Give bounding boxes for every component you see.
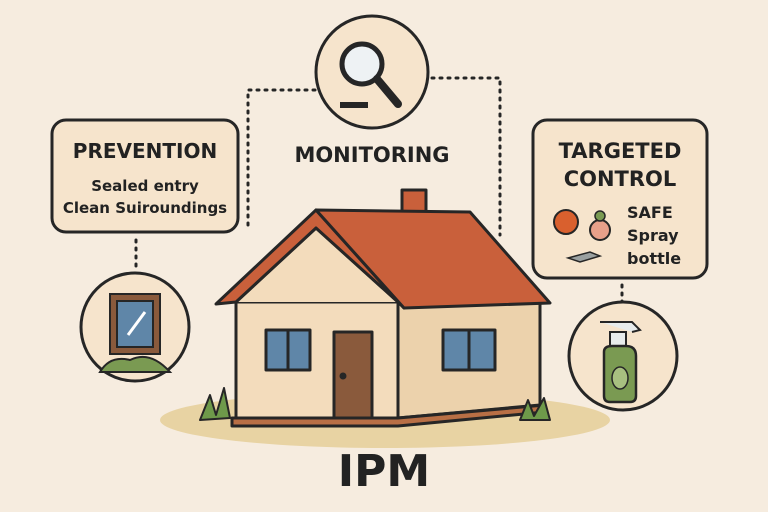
targeted-line-1: SAFE	[627, 203, 673, 222]
targeted-control-panel: TARGETED CONTROL SAFE Spray bottle	[531, 118, 709, 280]
ipm-label: IPM	[338, 446, 430, 497]
spray-bottle-icon	[567, 300, 679, 412]
targeted-line-3: bottle	[627, 249, 681, 268]
prevention-line-2: Clean Suiroundings	[63, 199, 227, 217]
prevention-title: PREVENTION	[73, 139, 217, 163]
connector-monitoring-targeted	[430, 76, 502, 237]
house-illustration	[199, 188, 552, 428]
magnifier-icon	[314, 14, 430, 130]
targeted-title-line-2: CONTROL	[564, 167, 677, 191]
monitoring-title: MONITORING	[294, 143, 449, 167]
targeted-title-line-1: TARGETED	[559, 139, 682, 163]
targeted-line-2: Spray	[627, 226, 679, 245]
window-icon	[79, 271, 191, 383]
prevention-panel: PREVENTION Sealed entry Clean Suiroundin…	[50, 118, 240, 234]
pest-bug-icon	[553, 209, 611, 263]
connector-prevention-monitoring	[246, 88, 317, 227]
prevention-line-1: Sealed entry	[91, 177, 199, 195]
